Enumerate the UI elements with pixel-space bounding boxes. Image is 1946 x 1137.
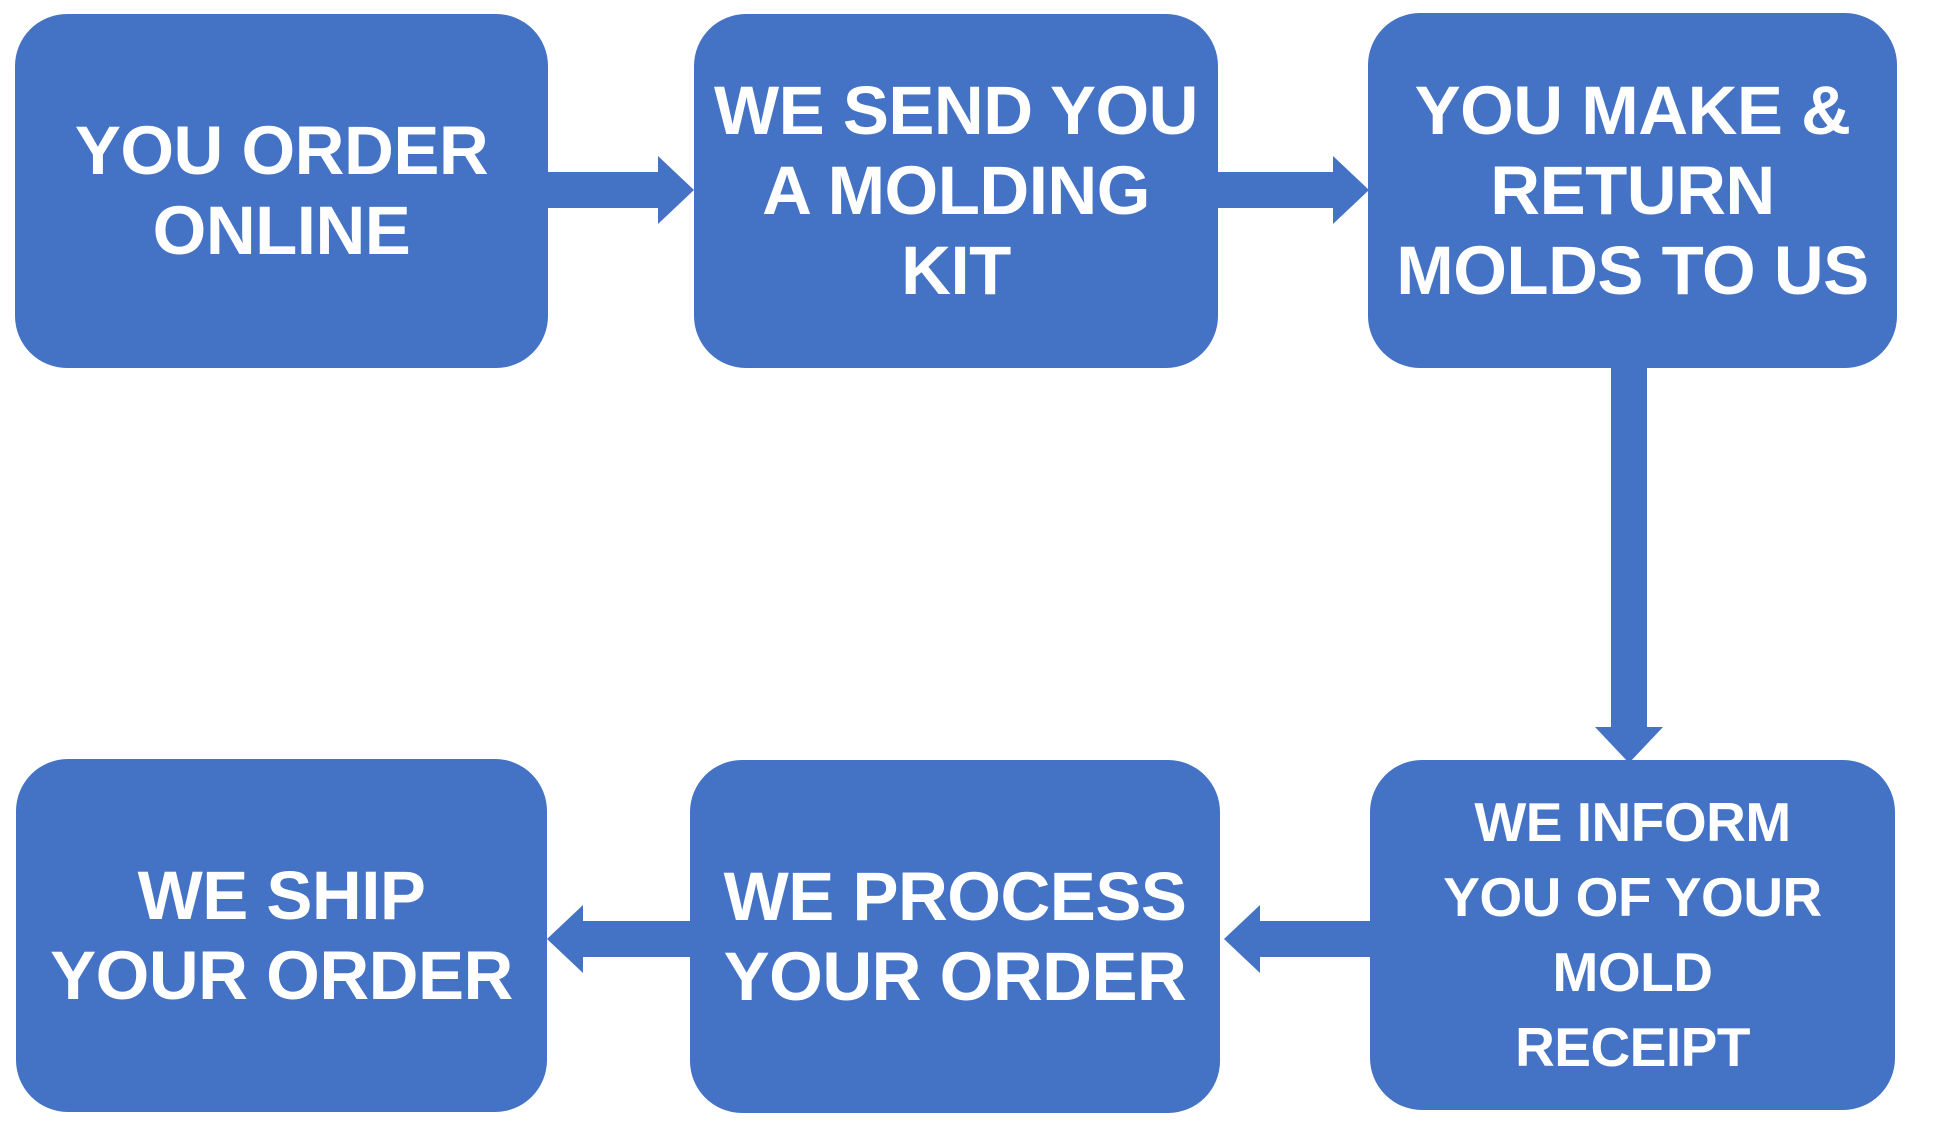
flow-step-text: YOU ORDER bbox=[74, 112, 489, 189]
arrow-left-icon bbox=[547, 905, 583, 973]
flow-step-text: RETURN bbox=[1490, 151, 1775, 229]
arrow-right-icon bbox=[1333, 156, 1369, 224]
flow-step-text: WE PROCESS bbox=[723, 857, 1187, 935]
arrow-process-to-ship-shaft bbox=[581, 921, 692, 957]
flow-step-text: YOU OF YOUR bbox=[1443, 866, 1822, 928]
flow-step-text: WE SHIP bbox=[137, 856, 426, 934]
arrow-kit-to-molds-shaft bbox=[1216, 172, 1334, 208]
flow-step-text: A MOLDING bbox=[762, 152, 1150, 229]
flow-step-text: YOUR ORDER bbox=[723, 937, 1187, 1015]
arrow-down-icon bbox=[1595, 727, 1663, 763]
flow-step-text: MOLDS TO US bbox=[1396, 231, 1869, 309]
flow-step-send-molding-kit: WE SEND YOU A MOLDING KIT bbox=[694, 14, 1218, 368]
flow-step-text: YOU MAKE & bbox=[1414, 71, 1851, 149]
flow-step-order-online: YOU ORDER ONLINE bbox=[15, 14, 548, 368]
flow-step-inform-mold-receipt: WE INFORM YOU OF YOUR MOLD RECEIPT bbox=[1370, 760, 1895, 1110]
flow-step-ship-order: WE SHIP YOUR ORDER bbox=[16, 759, 547, 1112]
flow-step-text: KIT bbox=[901, 232, 1011, 309]
arrow-left-icon bbox=[1224, 905, 1260, 973]
arrow-right-icon bbox=[658, 156, 694, 224]
flow-step-text: ONLINE bbox=[152, 192, 411, 269]
flow-step-text: MOLD bbox=[1552, 941, 1713, 1003]
flow-step-make-return-molds: YOU MAKE & RETURN MOLDS TO US bbox=[1368, 13, 1897, 368]
arrow-inform-to-process-shaft bbox=[1258, 921, 1372, 957]
flow-step-text: WE SEND YOU bbox=[714, 72, 1198, 149]
flow-step-text: YOUR ORDER bbox=[50, 936, 513, 1014]
flow-step-text: WE INFORM bbox=[1474, 791, 1791, 853]
flow-step-text: RECEIPT bbox=[1515, 1016, 1750, 1078]
arrow-order-to-kit-shaft bbox=[546, 172, 659, 208]
arrow-molds-to-inform-shaft bbox=[1611, 366, 1647, 728]
flow-step-process-order: WE PROCESS YOUR ORDER bbox=[690, 760, 1220, 1113]
